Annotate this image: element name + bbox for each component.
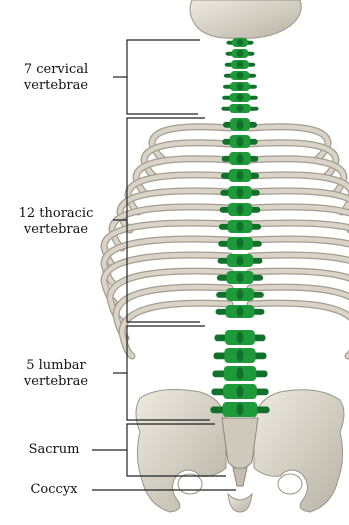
cervical-vertebra — [226, 49, 255, 58]
cervical-vertebra — [224, 71, 256, 80]
coccyx-label: Coccyx — [16, 482, 92, 498]
thoracic-label: 12 thoracic vertebrae — [4, 206, 108, 238]
thoracic-vertebra — [220, 186, 259, 199]
lumbar-vertebra — [211, 384, 268, 399]
skull-base — [190, 0, 301, 38]
thoracic-vertebra — [221, 169, 259, 182]
lumbar-vertebra — [212, 366, 267, 381]
cervical-vertebra — [221, 104, 258, 113]
vertebral-column — [210, 38, 269, 417]
sacrum-label: Sacrum — [16, 442, 92, 458]
rib-12-right-highlight — [250, 303, 349, 356]
lumbar-vertebra — [215, 330, 266, 345]
cervical-vertebra — [225, 60, 256, 69]
sacrum-bone — [222, 418, 258, 469]
rib-12-left-highlight — [122, 303, 230, 356]
lumbar-label: 5 lumbar vertebrae — [4, 358, 108, 390]
lumbar-vertebra — [213, 348, 266, 363]
cervical-bracket — [127, 40, 200, 114]
cervical-vertebra — [222, 93, 258, 102]
coccyx-bone — [233, 468, 247, 486]
cervical-vertebra — [223, 82, 257, 91]
cervical-vertebra — [226, 38, 253, 47]
cervical-label: 7 cervical vertebrae — [4, 62, 108, 94]
